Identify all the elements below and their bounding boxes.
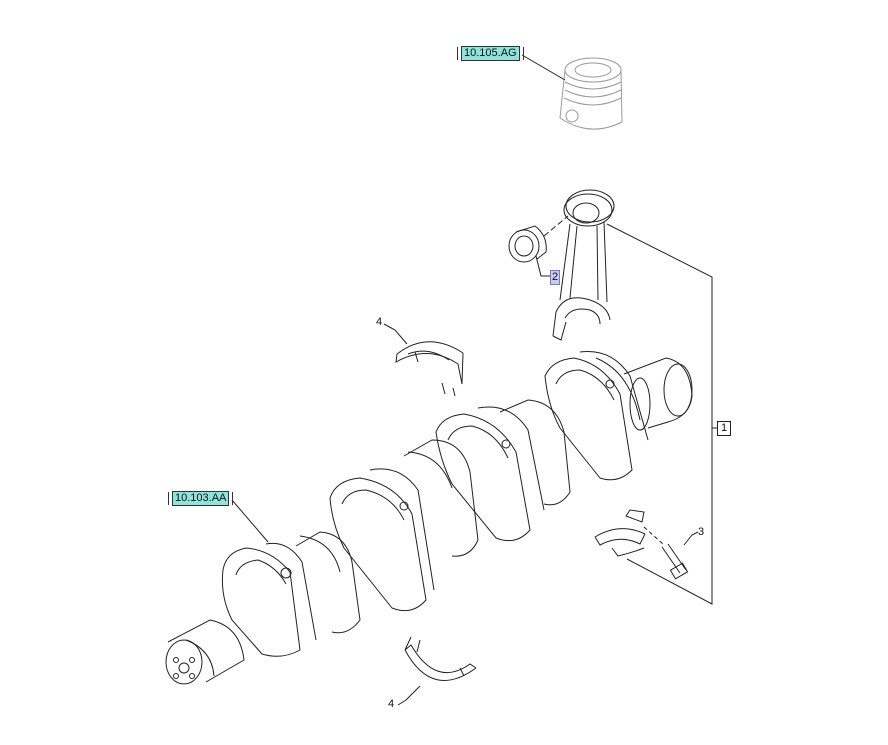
item-2-callout[interactable]: 2: [550, 270, 561, 285]
upper-bearing-shell: [395, 341, 464, 397]
leader-item-3: [683, 531, 699, 546]
pin-axis-line: [543, 215, 569, 237]
item-3-callout: 3: [698, 526, 705, 538]
reference-10-103-aa[interactable]: 10.103.AA: [167, 491, 234, 506]
connecting-rod-drawing: [552, 189, 615, 341]
item-4-upper-callout: 4: [376, 316, 383, 328]
rod-cap-bearing: [594, 509, 646, 557]
item-4-lower-callout: 4: [388, 698, 395, 710]
item-1-callout: 1: [717, 421, 732, 436]
crankshaft-drawing: [165, 351, 693, 685]
leader-item-4-upper: [383, 323, 408, 345]
leader-item-4-lower: [397, 685, 421, 706]
piston-drawing: [559, 57, 623, 130]
bushing-drawing: [508, 225, 547, 263]
bracket-item-1: [606, 223, 713, 605]
cap-bolt: [661, 543, 689, 580]
lower-bearing-shell: [404, 636, 477, 681]
leader-item-2: [535, 255, 551, 277]
leader-bolt-axis: [643, 526, 665, 546]
reference-10-105-ag[interactable]: 10.105.AG: [457, 46, 524, 61]
leader-crankshaft: [231, 499, 269, 543]
leader-piston: [521, 54, 566, 81]
